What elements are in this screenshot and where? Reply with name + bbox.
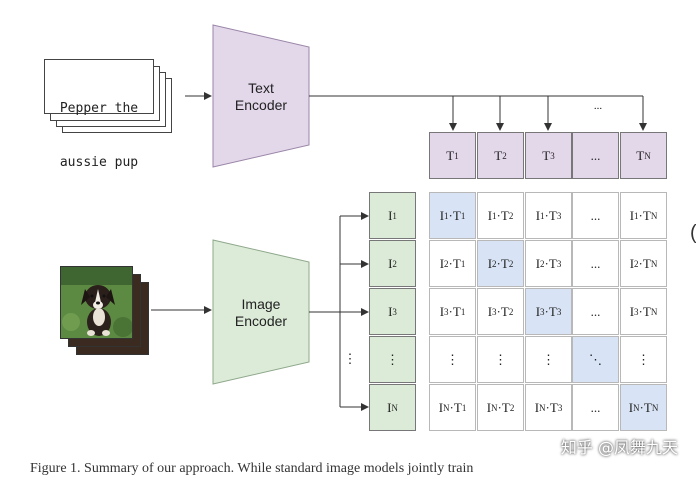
dog-photo — [60, 266, 133, 339]
watermark: 知乎 @凤舞九天 — [560, 438, 678, 457]
image-encoder-label-line-2: Encoder — [234, 313, 288, 329]
text-token-ellipsis: ... — [572, 132, 619, 179]
text-encoder-label: Text Encoder — [211, 80, 311, 114]
text-encoder-block — [212, 24, 310, 168]
edge-glyph: ( — [690, 222, 696, 245]
image-encoder-label-line-1: Image — [241, 296, 281, 312]
input-text-line-2: aussie pup — [59, 155, 139, 170]
matrix-cell-4-2: ⋮ — [477, 336, 524, 383]
image-token-ellipsis: ⋮ — [369, 336, 416, 383]
dog-illustration — [61, 267, 132, 338]
top-ellipsis: ... — [593, 100, 603, 112]
text-encoder-label-line-1: Text — [248, 80, 274, 96]
text-card-front — [44, 59, 154, 114]
matrix-cell-4-3: ⋮ — [525, 336, 572, 383]
matrix-cell-4-4: ⋱ — [572, 336, 619, 383]
image-encoder-label: Image Encoder — [211, 296, 311, 330]
matrix-cell-1-4: ... — [572, 192, 619, 239]
input-text: Pepper the aussie pup — [44, 64, 154, 208]
matrix-cell-5-4: ... — [572, 384, 619, 431]
matrix-cell-2-4: ... — [572, 240, 619, 287]
matrix-cell-4-1: ⋮ — [429, 336, 476, 383]
input-text-line-1: Pepper the — [59, 101, 139, 116]
image-encoder-block — [212, 239, 310, 385]
matrix-cell-3-4: ... — [572, 288, 619, 335]
side-ellipsis: ⋮ — [343, 351, 357, 366]
matrix-cell-4-5: ⋮ — [620, 336, 667, 383]
figure-caption: Figure 1. Summary of our approach. While… — [30, 461, 474, 476]
text-encoder-label-line-2: Encoder — [234, 97, 288, 113]
